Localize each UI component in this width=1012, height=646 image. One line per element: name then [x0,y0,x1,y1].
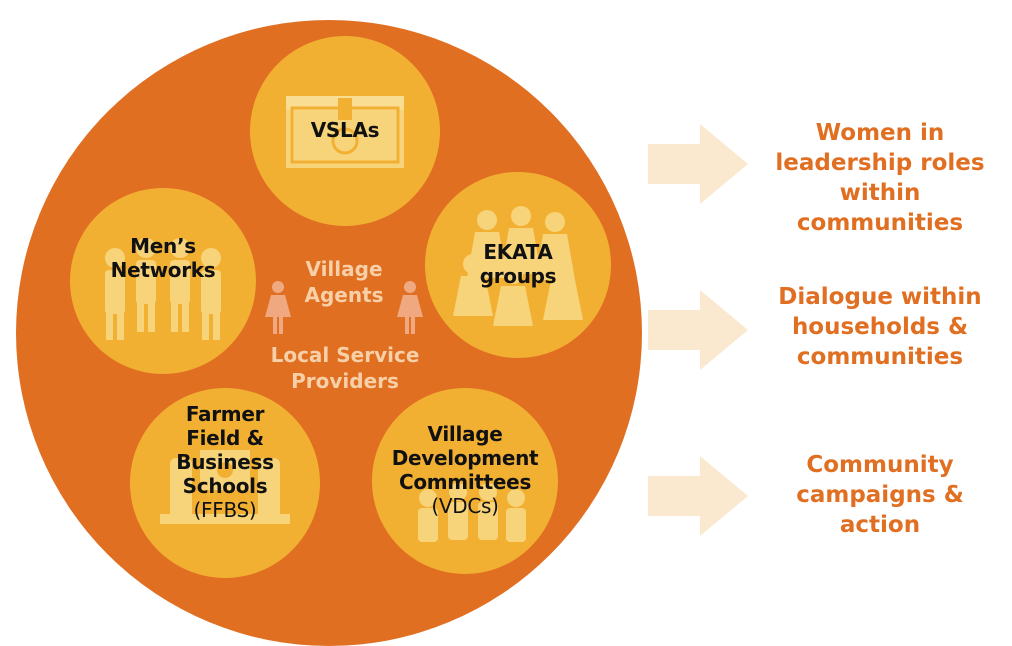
outcome-campaigns: Community campaigns & action [755,450,1005,540]
label-line: Village [427,422,503,446]
label-line: Committees [398,470,532,494]
group-ekata: EKATA groups [425,172,611,358]
people-group-icon [418,483,526,542]
label-line: Farmer [185,402,265,426]
outcome-line: households & [791,314,969,340]
label-line: Business [176,450,274,474]
label-line: groups [479,264,557,288]
outcome-line: Community [806,452,954,478]
arrow-right-icon [648,124,748,204]
women-group-icon [453,206,583,326]
group-vdc: Village Development Committees (VDCs) [372,388,558,574]
outcome-dialogue: Dialogue within households & communities [755,282,1005,372]
outcome-leadership: Women in leadership roles within communi… [755,118,1005,238]
label-abbreviation: (VDCs) [431,494,499,518]
label-line: Men’s [130,234,196,258]
outcome-line: action [839,512,921,538]
group-label: VSLAs [250,118,440,142]
label-line: EKATA [483,240,553,264]
label-line: Schools [182,474,268,498]
group-ffbs: Farmer Field & Business Schools (FFBS) [130,388,320,578]
label-line: VSLAs [310,118,380,142]
label-line: Agents [304,283,384,307]
outcome-line: Dialogue within [778,284,982,310]
group-vslas: VSLAs [250,36,440,226]
group-label: Village Development Committees (VDCs) [372,422,558,518]
group-label: Farmer Field & Business Schools (FFBS) [130,402,320,522]
label-abbreviation: (FFBS) [193,498,257,522]
local-service-providers-label: Local Service Providers [250,342,440,394]
label-line: Providers [291,369,399,393]
label-line: Field & [186,426,264,450]
label-line: Local Service [270,343,420,367]
outcome-line: campaigns & [796,482,964,508]
woman-agent-icon [397,281,423,334]
cash-box-icon [286,96,404,168]
group-mens-networks: Men’s Networks [70,188,256,374]
outcome-line: communities [796,344,964,370]
arrow-right-icon [648,290,748,370]
label-line: Networks [110,258,216,282]
group-label: Men’s Networks [70,234,256,282]
outcome-line: Women in [815,120,945,146]
woman-agent-icon [265,281,291,334]
men-group-icon [105,238,221,340]
label-line: Development [391,446,539,470]
farm-scene-icon [160,450,290,524]
outcome-line: leadership roles [775,150,985,176]
group-label: EKATA groups [425,240,611,288]
label-line: Village [305,257,383,281]
arrow-right-icon [648,456,748,536]
outcome-line: within communities [796,180,964,236]
village-agents-label: Village Agents [288,256,400,308]
